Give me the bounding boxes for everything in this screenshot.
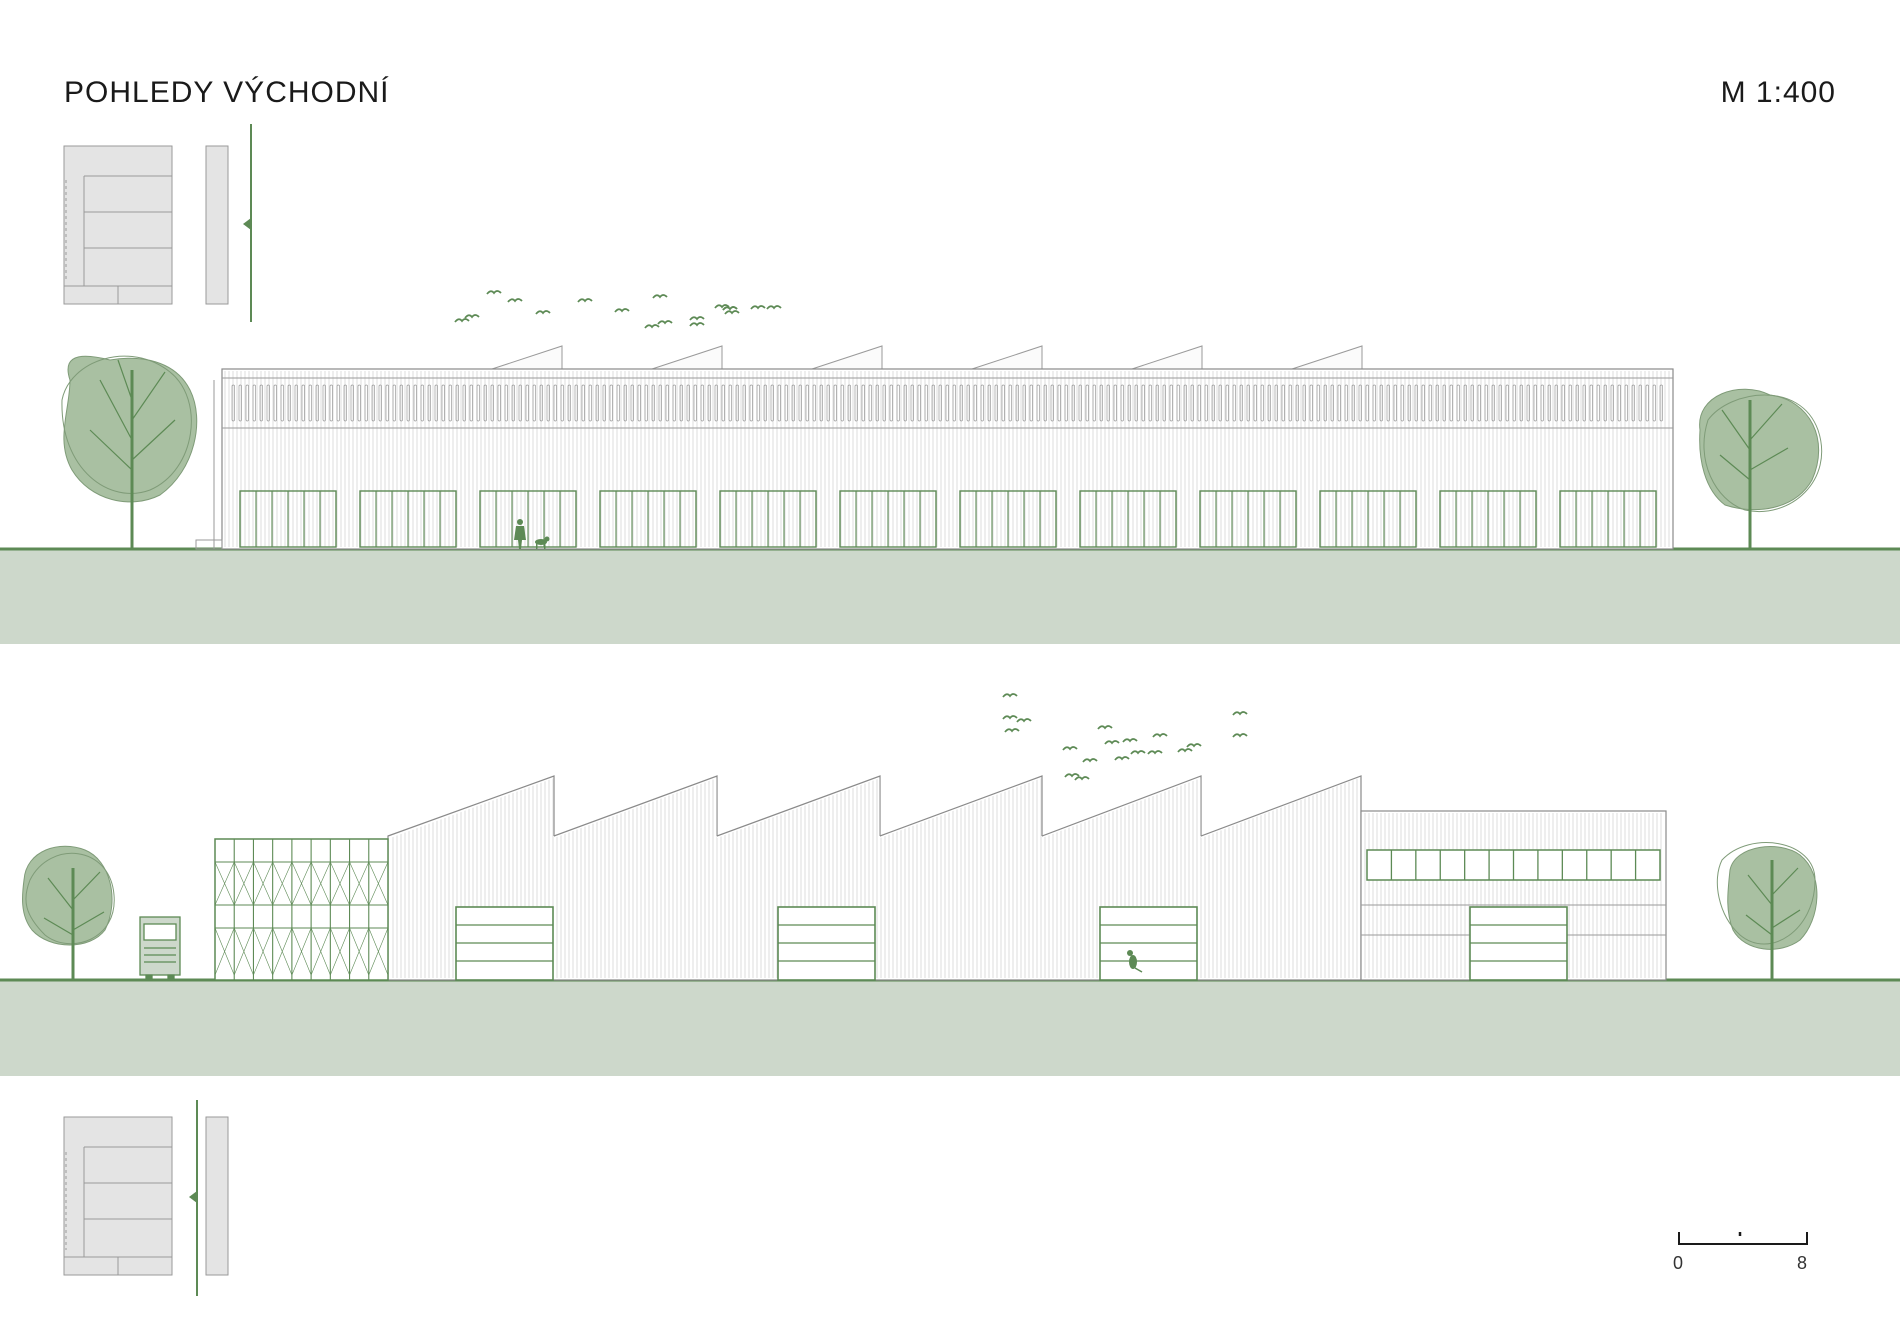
scale-bar [1678, 1232, 1808, 1245]
page-title: POHLEDY VÝCHODNÍ [64, 76, 390, 109]
truck-icon [139, 916, 181, 981]
bird-icon [486, 290, 502, 295]
bird-icon [1122, 738, 1138, 743]
lower-elevation [0, 693, 1900, 1076]
bird-icon [535, 310, 551, 315]
bird-icon [1002, 715, 1018, 720]
scale-bar-end-label: 8 [1797, 1253, 1807, 1273]
tree-icon [21, 845, 115, 980]
bird-icon [1004, 728, 1020, 733]
bird-icon [507, 298, 523, 303]
cat-icon [1127, 950, 1143, 973]
bird-icon [454, 318, 470, 323]
bird-icon [722, 306, 738, 311]
bird-icon [614, 308, 630, 313]
bird-icon [652, 294, 668, 299]
bird-icon [1002, 693, 1018, 698]
bird-icon [1114, 756, 1130, 761]
dog-icon [535, 536, 550, 549]
bird-icon [1232, 733, 1248, 738]
bird-icon [689, 316, 705, 321]
bird-icon [1130, 750, 1146, 755]
bird-icon [1232, 711, 1248, 716]
bird-icon [1064, 773, 1080, 778]
bird-icon [689, 322, 705, 327]
bird-icon [1016, 718, 1032, 723]
tree-icon [1699, 388, 1823, 549]
tree-icon [1716, 842, 1818, 980]
bird-icon [657, 320, 673, 325]
scale-bar-start-label: 0 [1673, 1253, 1683, 1273]
tree-icon [61, 355, 198, 549]
bird-icon [766, 305, 782, 310]
bird-icon [1147, 750, 1163, 755]
view-direction-arrow-icon [189, 1191, 197, 1203]
key-plan-top [63, 124, 252, 322]
bird-icon [714, 304, 730, 309]
view-direction-arrow-icon [243, 218, 251, 230]
bird-icon [724, 310, 740, 315]
bird-icon [1062, 746, 1078, 751]
bird-icon [1082, 758, 1098, 763]
bird-icon [1074, 776, 1090, 781]
bird-icon [464, 314, 480, 319]
bird-icon [1186, 743, 1202, 748]
bird-icon [1104, 740, 1120, 745]
bird-icon [1177, 748, 1193, 753]
bird-icon [577, 298, 593, 303]
bird-icon [1152, 733, 1168, 738]
scale-label: M 1:400 [1720, 76, 1836, 109]
bird-icon [1097, 725, 1113, 730]
key-plan-bottom [63, 1100, 229, 1296]
bird-icon [644, 324, 660, 329]
person-icon [514, 519, 526, 549]
bird-icon [750, 305, 766, 310]
upper-elevation [0, 290, 1900, 644]
